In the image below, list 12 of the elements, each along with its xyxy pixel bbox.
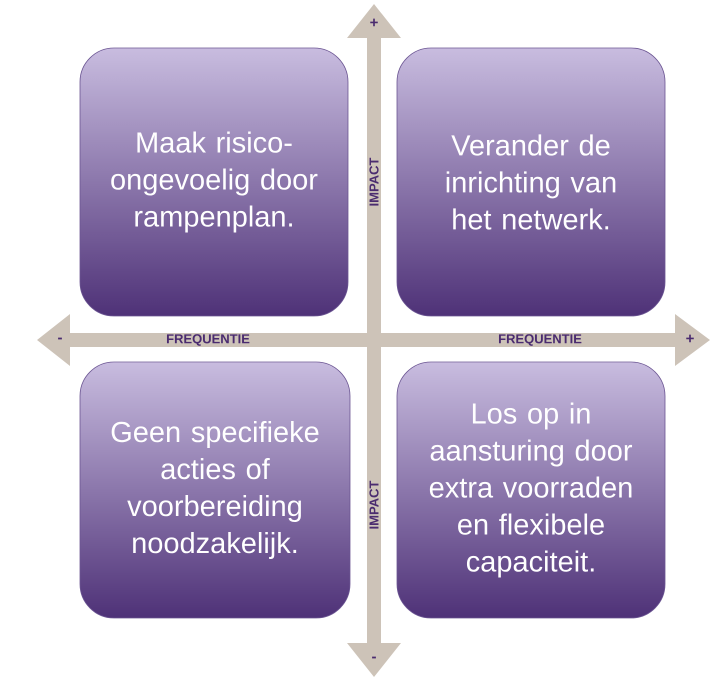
axis-label: FREQUENTIE: [166, 334, 250, 346]
quadrant-box: Los op in aansturing door extra voorraden en flexibele capaciteit.: [396, 362, 666, 618]
axis-label: FREQUENTIE: [498, 334, 582, 346]
axis-end-sign: -: [58, 338, 62, 340]
quadrant-box: Maak risico- ongevoelig door rampenplan.: [80, 48, 348, 316]
axis-label: IMPACT: [369, 480, 379, 529]
axis-label: IMPACT: [369, 158, 379, 206]
axis-end-sign: +: [686, 334, 694, 342]
axis-end-sign: -: [372, 656, 376, 658]
axis-end-sign: +: [370, 18, 378, 26]
quadrant-box: Verander de inrichting van het netwerk.: [396, 48, 666, 316]
quadrant-box: Geen specifieke acties of voorbereiding noodzakelijk.: [80, 362, 350, 618]
